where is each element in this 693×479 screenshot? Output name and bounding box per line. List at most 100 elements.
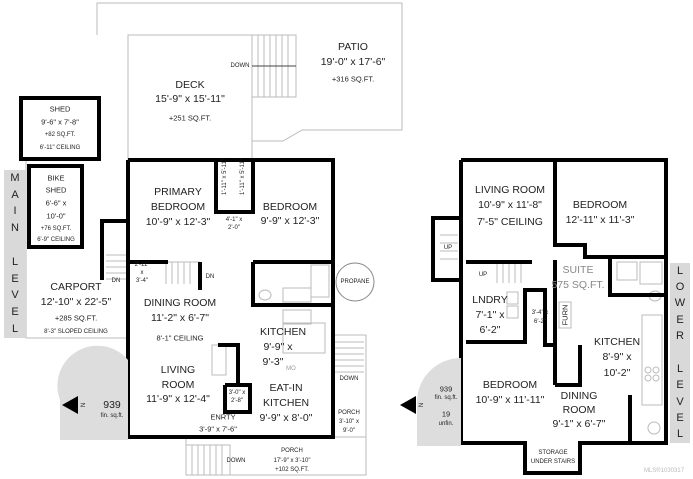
lower-outer-walls: [459, 158, 668, 475]
lower-finished-area: 939: [439, 384, 453, 394]
primary-bedroom-name: BEDROOM: [150, 200, 206, 213]
deck-area: +251 SQ.FT.: [168, 113, 212, 123]
lower-kitchen-counter: [641, 314, 663, 406]
storage-label: UNDER STAIRS: [530, 459, 576, 465]
north-arrow-icon-lower: [400, 396, 416, 414]
level-letter: L: [11, 323, 19, 336]
main-wall-2: [214, 160, 255, 214]
front-stair-treads: [185, 444, 231, 476]
level-letter: A: [11, 188, 19, 201]
bike-shed-walls: [27, 164, 84, 249]
suite-area: 575 SQ.FT.: [551, 278, 605, 291]
north-label: N: [419, 402, 425, 408]
landing-dims: 2'-11": [134, 262, 150, 268]
dining-room-name: DINING ROOM: [143, 296, 217, 309]
carport-dims: 12'-10" x 22'-5": [40, 295, 112, 308]
level-letter: L: [676, 428, 684, 441]
outer-stairs-up-label: UP: [443, 245, 453, 251]
main-outer-walls: [126, 158, 335, 439]
level-letter: I: [13, 205, 17, 218]
bike-shed-dims: 6'-6" x: [45, 198, 67, 208]
kitchen-dims: 9'-9" x: [263, 340, 293, 353]
lower-living-room-name: LIVING ROOM: [474, 183, 546, 196]
north-arrow-icon-main: [62, 396, 78, 414]
patio-outline: [96, 2, 403, 142]
level-letter: V: [676, 395, 684, 408]
eat-in-kitchen-name: KITCHEN: [262, 396, 310, 409]
dining-room-ceiling: 8'-1" CEILING: [156, 333, 204, 343]
bike-shed-area: +76 SQ.FT.: [40, 226, 72, 232]
laundry-dims: 6'-2": [479, 323, 501, 336]
closet-3-dims: 4'-1" x: [225, 217, 243, 223]
kitchen-name: KITCHEN: [259, 325, 307, 338]
patio-area: +316 SQ.FT.: [331, 74, 375, 84]
lower-bedroom-1-dims: 12'-11" x 11'-3": [565, 213, 635, 226]
suite-name: SUITE: [562, 263, 594, 276]
lower-wall-2: [608, 257, 666, 297]
level-letter: M: [10, 171, 20, 184]
bike-shed-ceiling: 6'-9" CEILING: [37, 237, 75, 243]
side-porch-dims: 3'-10" x: [339, 419, 359, 425]
lower-bedroom-1-name: BEDROOM: [572, 198, 628, 211]
fireplace: [211, 344, 227, 376]
shed-walls: [19, 96, 101, 161]
shed-name: SHED: [49, 104, 71, 114]
shed-area: +82 SQ.FT.: [44, 132, 76, 138]
side-stairs-label: DOWN: [339, 376, 359, 382]
level-letter: L: [676, 264, 684, 277]
lower-finished-area-label: fin. sq.ft.: [434, 395, 458, 401]
front-porch-dims: 17'-9" x 3'-10": [273, 458, 311, 464]
front-stairs-label: DOWN: [226, 458, 246, 464]
living-room-dims: 11'-9" x 12'-4": [146, 392, 210, 405]
dining-sink: [647, 421, 661, 435]
main-finished-area: 939: [103, 398, 121, 411]
storage-label: STORAGE: [538, 450, 568, 456]
lower-unfinished-area-label: unfin.: [438, 421, 454, 427]
living-room-name: LIVING: [160, 363, 196, 376]
bedroom-name: BEDROOM: [262, 200, 318, 213]
closet-1-dims: 1'-11" x 5'-11": [222, 158, 228, 196]
lower-kitchen-name: KITCHEN: [593, 335, 641, 348]
inner-stairs-up-label: UP: [478, 272, 488, 278]
side-porch-outline: [333, 334, 367, 452]
dryer: [506, 305, 519, 319]
vanity: [282, 287, 312, 303]
level-letter: V: [11, 289, 19, 302]
side-porch-name: PORCH: [338, 410, 360, 416]
lower-closet-dims: 3'-4" x: [531, 310, 549, 316]
entry-dims: 3'-9" x 7'-6": [199, 424, 237, 434]
deck-stairs-label: DOWN: [230, 63, 250, 69]
side-stair-treads: [335, 341, 364, 373]
lower-closet-dims: 6'-2": [534, 319, 546, 325]
carport-stair-wall: [100, 219, 128, 280]
interior-stairs-label: DN: [205, 274, 215, 280]
lower-bedroom-2-dims: 10'-9" x 11'-11": [475, 393, 545, 406]
laundry-dims: 7'-1" x: [475, 308, 505, 321]
lower-wall-6: [555, 345, 582, 387]
stove: [282, 309, 312, 325]
front-porch-area: +102 SQ.FT.: [275, 467, 309, 473]
mls-watermark: MLS®1030317: [643, 468, 685, 474]
lower-kitchen-dims: 10'-2": [603, 366, 631, 379]
eat-in-kitchen-dims: 9'-9" x 8'-0": [259, 411, 313, 424]
laundry-name: LNDRY: [472, 293, 508, 306]
level-letter: E: [11, 306, 19, 319]
north-label: N: [81, 402, 87, 408]
level-letter: W: [674, 297, 686, 310]
lower-stair-wall: [431, 216, 461, 282]
main-area-badge: [57, 345, 128, 440]
interior-stairs-main: [160, 261, 200, 284]
closet-4-dims: 2'-8": [231, 398, 243, 404]
carport-ceiling: 8'-3" SLOPED CEILING: [44, 329, 108, 335]
side-porch-dims: 9'-0": [343, 428, 355, 434]
propane-tank: [335, 262, 375, 302]
patio-dims: 19'-0" x 17'-6": [320, 55, 386, 68]
lower-living-room-dims: 10'-9" x 11'-8": [478, 198, 542, 211]
patio-name: PATIO: [338, 40, 368, 53]
main-finished-area-label: fin. sq.ft.: [100, 413, 124, 419]
propane-label: PROPANE: [340, 279, 370, 285]
washer: [506, 291, 519, 305]
